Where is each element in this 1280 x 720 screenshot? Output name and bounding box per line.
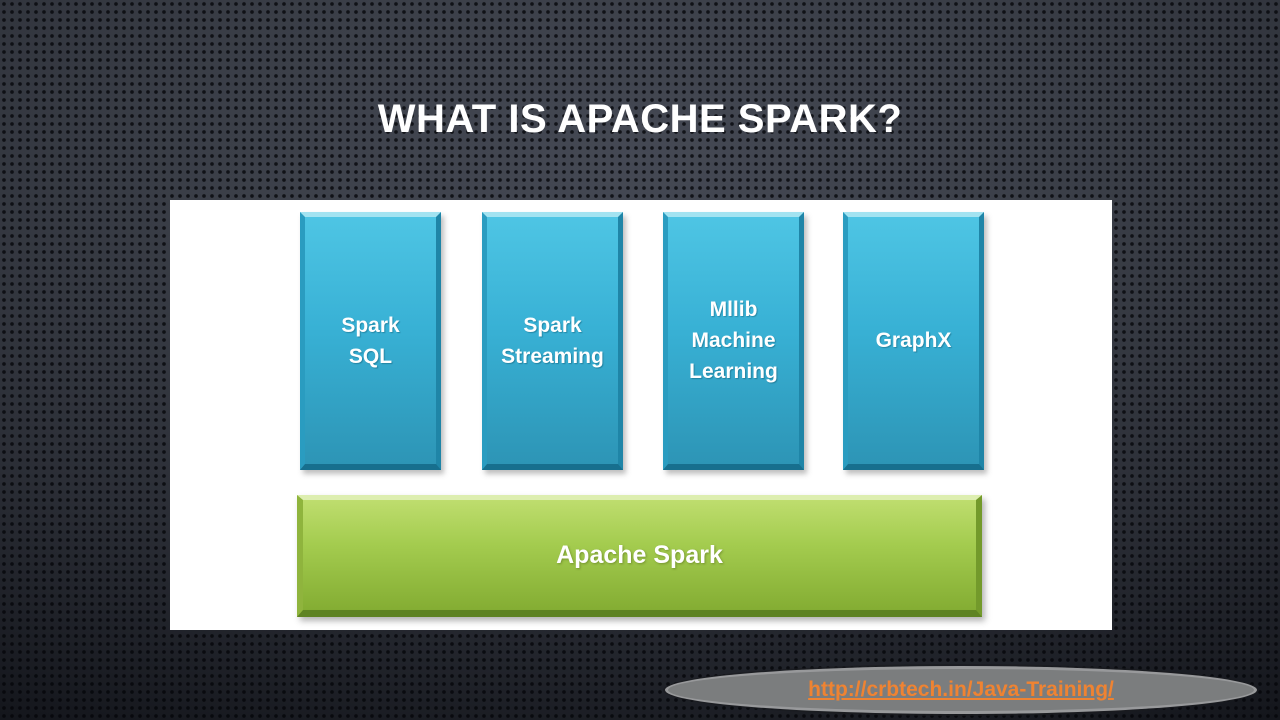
foundation-box-apache-spark: Apache Spark (297, 495, 982, 617)
slide-title: WHAT IS APACHE SPARK? (377, 97, 903, 141)
footer-link[interactable]: http://crbtech.in/Java-Training/ (808, 678, 1114, 701)
component-label-line: Spark (523, 313, 582, 337)
component-label-line: Machine (691, 329, 776, 352)
component-label-line: GraphX (875, 329, 952, 352)
component-label-line: Mllib (709, 298, 758, 321)
component-label-line: Streaming (501, 344, 604, 368)
component-label-line: Spark (341, 313, 400, 337)
architecture-diagram-panel: Spark SQL Spark Streaming Mllib Machine … (170, 200, 1112, 630)
footer-link-badge: http://crbtech.in/Java-Training/ (665, 666, 1257, 714)
foundation-label: Apache Spark (556, 540, 723, 569)
component-box-mllib-machine-learning: Mllib Machine Learning (663, 212, 804, 470)
component-box-spark-sql: Spark SQL (300, 212, 441, 470)
component-label-line: SQL (348, 344, 393, 368)
component-box-graphx: GraphX (843, 212, 984, 470)
component-box-spark-streaming: Spark Streaming (482, 212, 623, 470)
component-label-line: Learning (689, 360, 778, 383)
